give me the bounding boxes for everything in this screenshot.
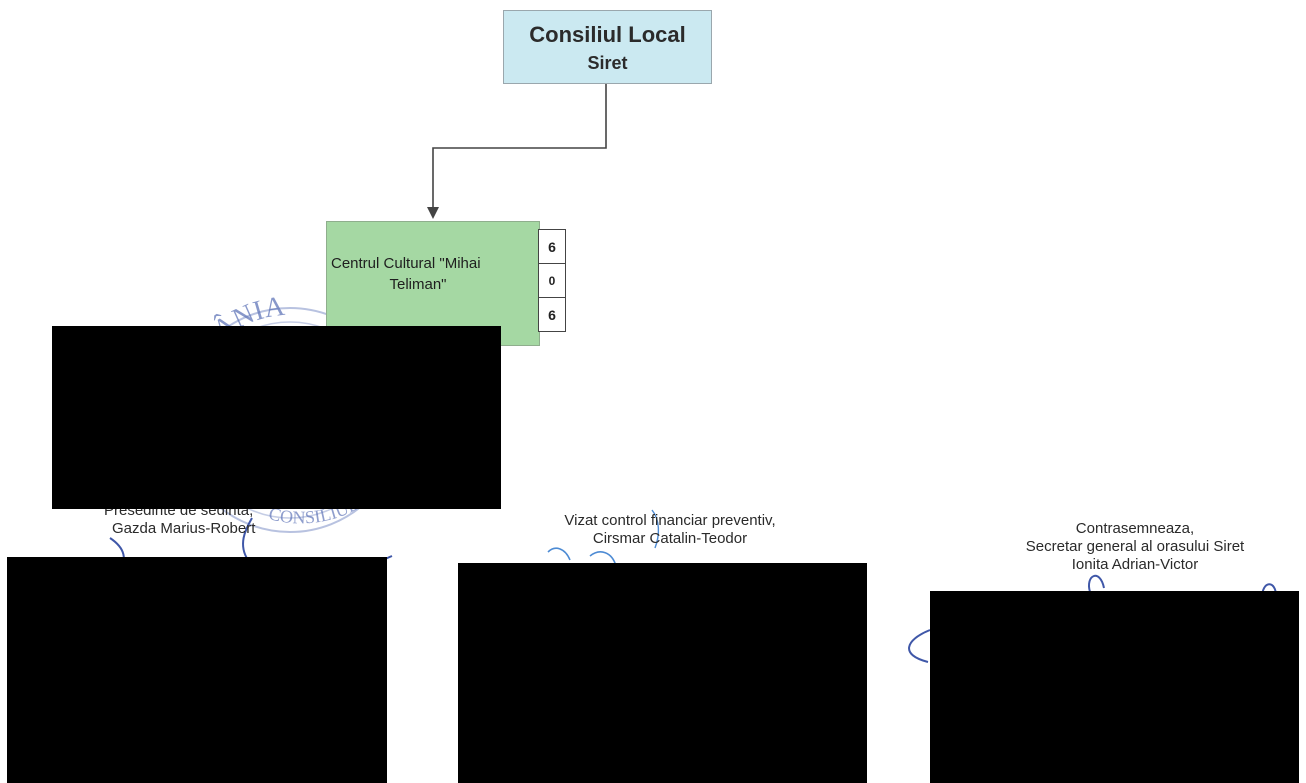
staff-count-management: 0: [538, 264, 566, 298]
signature-right-title: Secretar general al orasului Siret: [1025, 538, 1245, 555]
signature-middle-name: Cirsmar Catalin-Teodor: [592, 530, 748, 547]
staff-count-execution: 6: [538, 298, 566, 332]
signature-left-name: Gazda Marius-Robert: [112, 520, 256, 537]
signature-right-name: Ionita Adrian-Victor: [1071, 556, 1199, 573]
signature-middle-block: Vizat control financiar preventiv, Cirsm…: [500, 512, 840, 548]
redaction-block: [458, 563, 867, 783]
redaction-block: [930, 591, 1299, 783]
signature-right-role: Contrasemneaza,: [1075, 520, 1195, 537]
cultural-center-name-line2: Teliman": [389, 276, 447, 293]
council-box: Consiliul Local Siret: [503, 10, 712, 84]
signature-right-block: Contrasemneaza, Secretar general al oras…: [975, 520, 1295, 574]
council-title: Consiliul Local: [529, 21, 686, 47]
signature-middle-role: Vizat control financiar preventiv,: [564, 512, 776, 529]
staff-count-total: 6: [538, 229, 566, 264]
redaction-block: [7, 557, 387, 783]
redaction-block: [52, 326, 501, 509]
staff-count-column: 6 0 6: [538, 229, 566, 332]
cultural-center-box: Centrul Cultural "Mihai Teliman": [326, 221, 540, 346]
council-subtitle: Siret: [587, 52, 628, 73]
cultural-center-name-line1: Centrul Cultural "Mihai: [331, 255, 481, 272]
